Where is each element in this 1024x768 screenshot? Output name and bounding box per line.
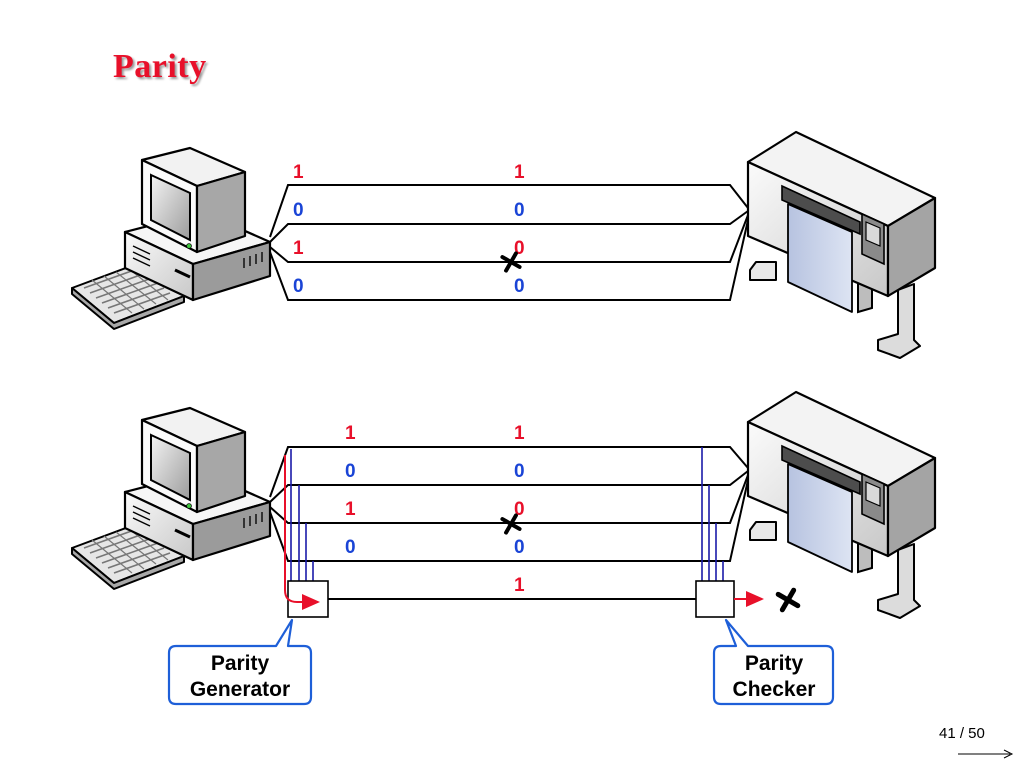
top-received-bits: 1 0 0 0	[514, 162, 525, 297]
next-arrow-icon[interactable]	[958, 749, 1014, 759]
generator-taps	[290, 449, 314, 581]
sent-bit-3: 1	[345, 499, 356, 520]
received-bit-3: 0	[514, 238, 525, 259]
received-bit-2: 0	[514, 461, 525, 482]
bottom-data-wires	[269, 446, 749, 600]
received-bit-1: 1	[514, 162, 525, 183]
parity-generator-callout: Parity Generator	[167, 618, 313, 706]
x-error-icon	[500, 513, 522, 535]
sent-bit-2: 0	[293, 200, 304, 221]
sent-bit-1: 1	[293, 162, 304, 183]
received-bit-2: 0	[514, 200, 525, 221]
checker-label-line2: Checker	[733, 678, 816, 701]
x-error-icon	[775, 587, 801, 613]
printer-icon	[746, 390, 937, 620]
x-error-icon	[500, 251, 522, 273]
parity-checker-callout: Parity Checker	[712, 618, 835, 706]
top-data-wires	[269, 184, 749, 301]
computer-icon	[70, 406, 272, 591]
slide-title: Parity	[113, 48, 207, 85]
bottom-received-bits: 1 0 0 0 1	[514, 423, 525, 596]
sent-bit-4: 0	[345, 537, 356, 558]
page-indicator: 41 / 50	[939, 725, 985, 742]
received-bit-4: 0	[514, 537, 525, 558]
generator-path-arrow	[284, 455, 320, 610]
bottom-sent-bits: 1 0 1 0	[345, 423, 356, 558]
received-bit-4: 0	[514, 276, 525, 297]
generator-label-line1: Parity	[211, 652, 270, 675]
sent-bit-2: 0	[345, 461, 356, 482]
parity-generator-box	[287, 580, 329, 618]
generator-label-line2: Generator	[190, 678, 290, 701]
top-diagram: 1 0 1 0 1 0 0 0	[70, 130, 937, 360]
checker-label-line1: Parity	[745, 652, 804, 675]
top-sent-bits: 1 0 1 0	[293, 162, 304, 297]
checker-taps	[701, 447, 724, 581]
bottom-diagram: 1 0 1 0 1 0 0 0 1 Parity Generator Parit…	[70, 390, 937, 706]
sent-bit-1: 1	[345, 423, 356, 444]
sent-bit-4: 0	[293, 276, 304, 297]
sent-bit-3: 1	[293, 238, 304, 259]
received-bit-1: 1	[514, 423, 525, 444]
computer-icon	[70, 146, 272, 331]
printer-icon	[746, 130, 937, 360]
parity-bit: 1	[514, 575, 525, 596]
received-bit-3: 0	[514, 499, 525, 520]
parity-checker-box	[695, 580, 735, 618]
